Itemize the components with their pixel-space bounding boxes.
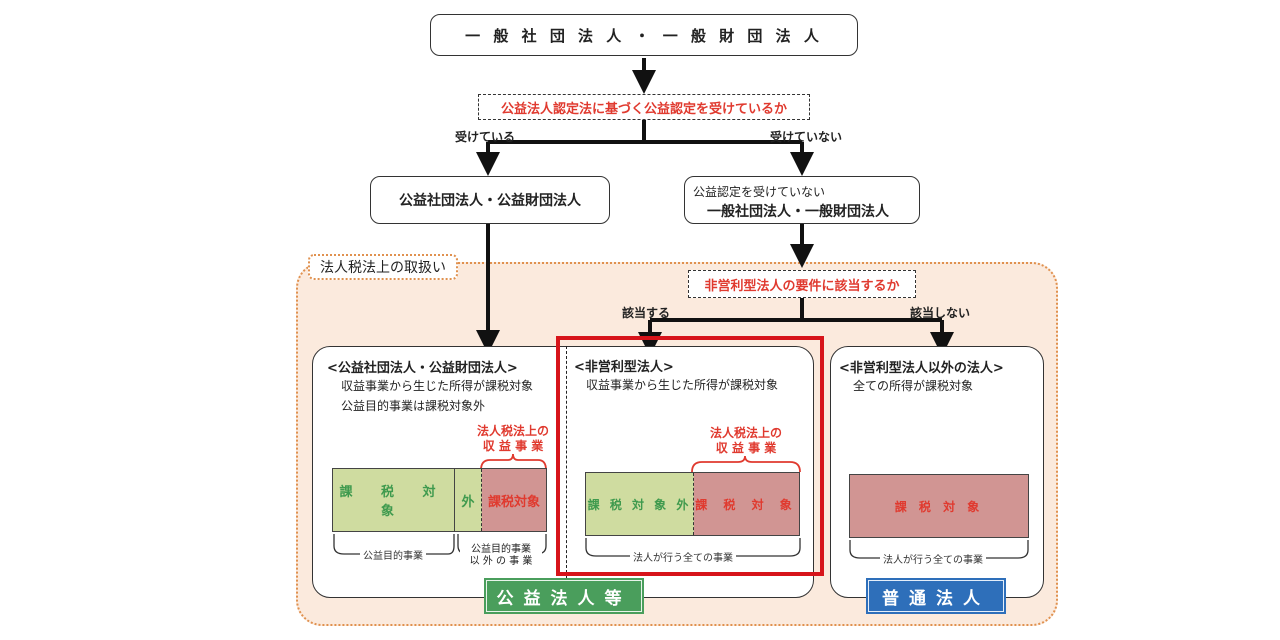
nonprofit-revenue-label2: 収 益 事 業 [715,441,777,455]
tax-treatment-label-text: 法人税法上の取扱い [320,260,446,276]
public-brace-right-label1: 公益目的事業 [471,544,531,555]
public-brace-right-label: 公益目的事業 以 外 の 事 業 [460,544,542,568]
top-node-general-corporation: 一 般 社 団 法 人 ・ 一 般 財 団 法 人 [430,14,858,56]
highlight-frame-nonprofit [556,336,824,576]
tag-ordinary-corporation: 普通法人 [866,578,1006,614]
node-general-line1: 公益認定を受けていない [693,185,826,199]
branch-label-certified: 受けている [455,130,516,144]
question2-text: 非営利型法人の要件に該当するか [704,278,900,294]
panel-other-desc1: 全ての所得が課税対象 [853,379,974,393]
public-bar-nontaxable: 課 税 対 象 [333,469,455,531]
panel-public-desc2: 公益目的事業は課税対象外 [341,399,486,413]
tax-treatment-label: 法人税法上の取扱い [308,254,458,280]
public-brace-right-label2: 以 外 の 事 業 [469,556,533,567]
top-node-text: 一 般 社 団 法 人 ・ 一 般 財 団 法 人 [465,26,823,45]
other-bar-taxable-text: 課 税 対 象 [894,499,984,514]
public-bar-nontaxable-suffix: 外 [455,469,482,531]
public-bar-taxable-text: 課税対象 [487,494,540,510]
panel-public-title: <公益社団法人・公益財団法人> [327,361,518,376]
public-bar-taxable: 課税対象 [482,469,546,531]
node-public-text: 公益社団法人・公益財団法人 [399,193,581,209]
node-general-line2: 一般社団法人・一般財団法人 [707,204,889,220]
panel-public-desc1: 収益事業から生じた所得が課税対象 [341,379,534,393]
branch-label-not-applicable: 該当しない [910,306,971,320]
public-revenue-label: 法人税法上の 収 益 事 業 [468,424,558,454]
nonprofit-bar-nontaxable-text: 課 税 対 象 外 [587,497,692,512]
tag-public-text: 公益法人等 [496,588,632,609]
nonprofit-bar-taxable-text: 課 税 対 象 [695,497,798,512]
panel-nonprofit-desc1: 収益事業から生じた所得が課税対象 [586,378,779,392]
other-bar-taxable: 課 税 対 象 [849,474,1029,538]
question-nonprofit-requirements: 非営利型法人の要件に該当するか [688,270,916,298]
nonprofit-revenue-label1: 法人税法上の [709,426,782,440]
public-revenue-label1: 法人税法上の [476,424,549,438]
tag-public-interest-corporations: 公益法人等 [484,578,644,614]
question1-text: 公益法人認定法に基づく公益認定を受けているか [500,101,787,117]
panel-other-title: <非営利型法人以外の法人> [839,361,1004,376]
node-general-uncertified: 公益認定を受けていない 一般社団法人・一般財団法人 [684,176,920,224]
public-bar-suffix-text: 外 [461,494,475,510]
nonprofit-bar-nontaxable: 課 税 対 象 外 [586,473,694,535]
nonprofit-brace-label: 法人が行う全ての事業 [630,549,736,564]
branch-label-not-certified: 受けていない [770,130,843,144]
public-bar: 課 税 対 象 外 課税対象 [332,468,547,532]
nonprofit-bar: 課 税 対 象 外 課 税 対 象 [585,472,800,536]
nonprofit-bar-taxable: 課 税 対 象 [694,473,799,535]
public-brace-left-label: 公益目的事業 [360,547,426,562]
question-public-certification: 公益法人認定法に基づく公益認定を受けているか [478,94,810,120]
public-bar-nontaxable-text: 課 税 対 象 [339,485,448,519]
node-public-interest-corporation: 公益社団法人・公益財団法人 [370,176,610,224]
tag-ordinary-text: 普通法人 [882,588,990,609]
nonprofit-revenue-label: 法人税法上の 収 益 事 業 [698,426,794,456]
panel-nonprofit-title: <非営利型法人> [574,360,674,375]
branch-label-applicable: 該当する [622,306,671,320]
other-brace-label: 法人が行う全ての事業 [880,551,986,566]
public-revenue-label2: 収 益 事 業 [482,439,544,453]
dashed-divider [566,346,567,578]
